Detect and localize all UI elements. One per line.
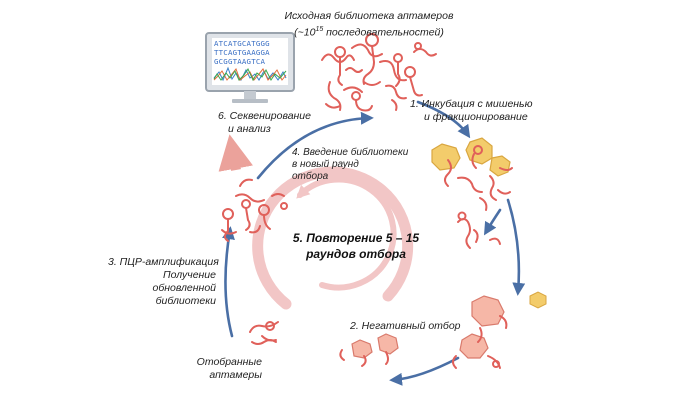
sequence-line-2: TTCAGTGAAGGA — [214, 48, 270, 57]
step5-label: 5. Повторение 5 – 15 раундов отбора — [290, 230, 422, 262]
washed-aptamers — [457, 211, 501, 249]
step1-label: 1. Инкубация с мишенью и фракционировани… — [410, 98, 532, 124]
sequence-line-1: ATCATGCATGGG — [214, 39, 270, 48]
arrow-library-to-incubation — [416, 100, 471, 139]
arrow-selected-to-pcr — [222, 226, 235, 338]
negative-selection-cluster — [339, 291, 547, 369]
step3-line1: 3. ПЦР-амплификация — [108, 256, 219, 268]
step3-label: 3. ПЦР-амплификация Получение обновленно… — [108, 256, 219, 308]
selected-aptamers-cluster — [249, 321, 279, 345]
target-incubation-cluster — [431, 137, 513, 211]
step6-line1: 6. Секвенирование — [218, 110, 311, 122]
step2-line1: 2. Негативный отбор — [350, 320, 461, 332]
arrow-incubation-down — [483, 208, 502, 236]
arrow-to-negative — [506, 198, 526, 296]
library-title-line2: (~1015 последовательностей) — [284, 23, 454, 40]
library-size-suffix: последовательностей) — [323, 26, 444, 39]
library-size-prefix: (~10 — [294, 26, 316, 39]
arrow-negative-to-selected — [389, 356, 460, 386]
monitor-icon — [205, 32, 295, 103]
library-title-line1: Исходная библиотека аптамеров — [284, 10, 454, 22]
step3-line4: библиотеки — [155, 295, 216, 307]
arrow-pcr-to-library — [256, 111, 374, 180]
aptamer-library-cluster — [321, 33, 437, 112]
arrow-to-sequencing — [218, 134, 253, 172]
selected-line2: аптамеры — [209, 369, 262, 381]
amplified-library-cluster — [221, 178, 288, 242]
step6-line2: и анализ — [228, 123, 271, 135]
selected-line1: Отобранные — [196, 356, 262, 368]
step5-line2: раундов отбора — [306, 247, 406, 261]
library-title: Исходная библиотека аптамеров (~1015 пос… — [284, 10, 454, 40]
step4-label: 4. Введение библиотеки в новый раунд отб… — [292, 147, 408, 183]
step3-line2: Получение — [162, 269, 216, 281]
step4-line2: в новый раунд — [292, 159, 359, 170]
selected-aptamers-label: Отобранные аптамеры — [182, 356, 262, 382]
step5-line1: 5. Повторение 5 – 15 — [292, 231, 420, 245]
step6-label: 6. Секвенирование и анализ — [218, 110, 311, 136]
step2-label: 2. Негативный отбор — [350, 320, 461, 333]
step1-line1: 1. Инкубация с мишенью — [410, 98, 533, 110]
library-size-exponent: 15 — [315, 26, 324, 33]
step4-line3: отбора — [292, 171, 329, 182]
step3-line3: обновленной — [152, 282, 217, 294]
repeat-ring — [252, 166, 414, 310]
step1-line2: и фракционирование — [424, 111, 528, 123]
sequence-line-3: GCGGTAAGTCA — [214, 57, 266, 66]
step4-line1: 4. Введение библиотеки — [292, 147, 409, 158]
monitor-sequences: ATCATGCATGGG TTCAGTGAAGGA GCGGTAAGTCA — [214, 39, 288, 66]
cycle-arrows — [222, 100, 526, 386]
